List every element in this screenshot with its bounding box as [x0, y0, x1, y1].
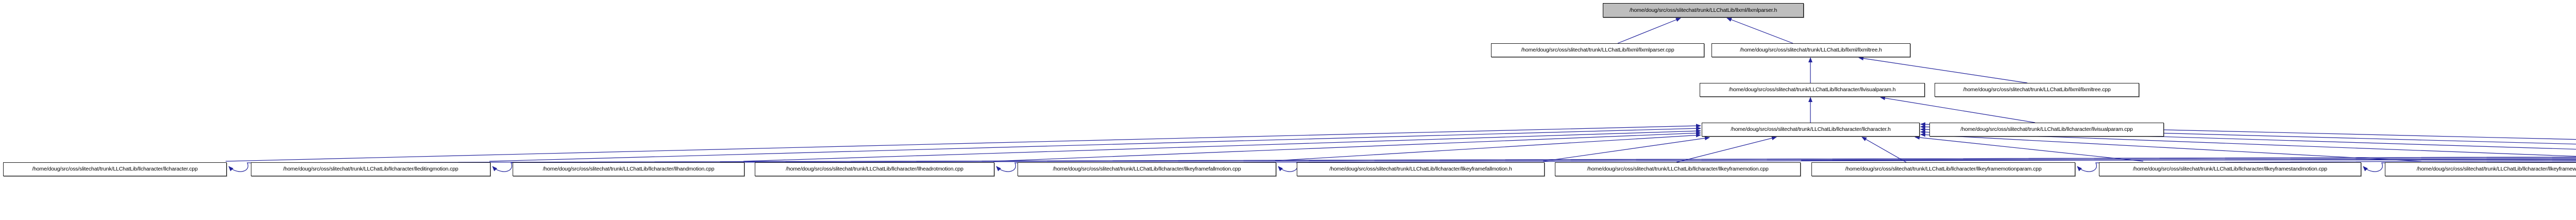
graph-node-llxmltree_cpp[interactable]: /home/doug/src/oss/slitechat/trunk/LLCha… [1935, 83, 2139, 97]
graph-node-llkeyframemotionparam_cpp[interactable]: /home/doug/src/oss/slitechat/trunk/LLCha… [1811, 162, 2075, 176]
graph-node-llkeyframestandmotion_cpp[interactable]: /home/doug/src/oss/slitechat/trunk/LLCha… [2099, 162, 2361, 176]
graph-node-llhandmotion_cpp[interactable]: /home/doug/src/oss/slitechat/trunk/LLCha… [513, 162, 744, 176]
graph-node-llkeyframefallmotion_cpp[interactable]: /home/doug/src/oss/slitechat/trunk/LLCha… [1018, 162, 1276, 176]
graph-node-llvisualparam_h[interactable]: /home/doug/src/oss/slitechat/trunk/LLCha… [1700, 83, 1925, 97]
edge-llheadrotmotion_cpp-to-llcharacter_h [993, 131, 1701, 162]
graph-node-llxmlparser_cpp[interactable]: /home/doug/src/oss/slitechat/trunk/LLCha… [1491, 43, 1704, 57]
graph-node-llkeyframemotion_cpp[interactable]: /home/doug/src/oss/slitechat/trunk/LLCha… [1555, 162, 1801, 176]
edge-llkeyframestandmotion_cpp-to-llcharacter_h [1914, 135, 2144, 162]
edge-llkeyframefallmotion_cpp-to-llcharacter_h [1275, 133, 1701, 161]
edge-llmotioncontroller_h-to-llkeyframemotionparam_cpp [2077, 160, 2576, 172]
graph-node-llvisualparam_cpp[interactable]: /home/doug/src/oss/slitechat/trunk/LLCha… [1929, 123, 2164, 137]
graph-node-llkeyframefallmotion_h[interactable]: /home/doug/src/oss/slitechat/trunk/LLCha… [1297, 162, 1545, 176]
edge-llkeyframefallmotion_h-to-llcharacter_h [1543, 136, 1710, 162]
edge-llmotioncontroller_h-to-llcharacter_cpp [228, 157, 2576, 172]
edge-llmotioncontroller_h-to-lleditingmotion_cpp [492, 158, 2576, 172]
graph-node-llxmltree_h[interactable]: /home/doug/src/oss/slitechat/trunk/LLCha… [1711, 43, 1910, 57]
edge-llkeyframemotionparam_cpp-to-llcharacter_h [1861, 137, 1907, 163]
edge-lleditingmotion_cpp-to-llcharacter_h [489, 126, 1701, 162]
graph-node-llkeyframewalkmotion_cpp[interactable]: /home/doug/src/oss/slitechat/trunk/LLCha… [2385, 162, 2576, 176]
edge-llvisualparam_cpp-to-llvisualparam_h [1880, 96, 2036, 123]
edge-llxmlparser_cpp-to-llxmlparser_h [1617, 18, 1681, 44]
graph-node-llheadrotmotion_cpp[interactable]: /home/doug/src/oss/slitechat/trunk/LLCha… [755, 162, 994, 176]
edge-llmotioncontroller_h-to-llkeyframestandmotion_cpp [2363, 161, 2576, 172]
edge-llxmltree_h-to-llxmlparser_h [1726, 18, 1793, 44]
edge-llkeyframemotion_cpp-to-llcharacter_h [1676, 136, 1777, 163]
graph-node-lleditingmotion_cpp[interactable]: /home/doug/src/oss/slitechat/trunk/LLCha… [251, 162, 490, 176]
edge-llmotioncontroller_h-to-llheadrotmotion_cpp [996, 159, 2576, 172]
graph-node-llcharacter_cpp[interactable]: /home/doug/src/oss/slitechat/trunk/LLCha… [3, 162, 227, 176]
graph-node-llxmlparser_h[interactable]: /home/doug/src/oss/slitechat/trunk/LLCha… [1603, 3, 1804, 18]
edge-llvoavatar_h-to-llcharacter_h [1920, 122, 2576, 140]
edge-llxmltree_cpp-to-llxmltree_h [1858, 56, 2028, 83]
edge-llkeyframewalkmotion_cpp-to-llcharacter_h [1920, 132, 2422, 162]
edge-llkeyframewalkmotion_h-to-llcharacter_h [1920, 130, 2576, 157]
graph-node-llcharacter_h[interactable]: /home/doug/src/oss/slitechat/trunk/LLCha… [1702, 123, 1920, 137]
edge-llhandmotion_cpp-to-llcharacter_h [743, 129, 1701, 162]
edge-llcharacter_cpp-to-llcharacter_h [225, 124, 1701, 162]
